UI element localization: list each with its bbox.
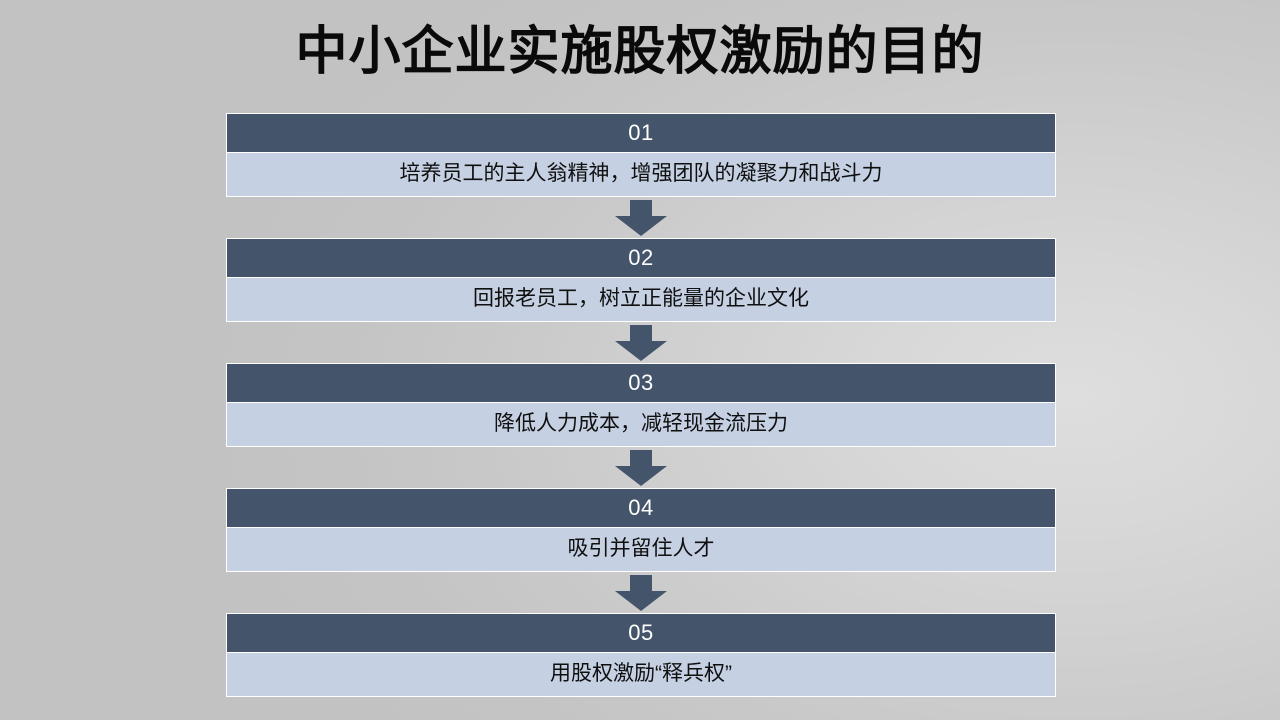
- flow-step[interactable]: 02 回报老员工，树立正能量的企业文化: [226, 238, 1056, 322]
- arrow-down-icon: [615, 200, 667, 236]
- flow-diagram: 01 培养员工的主人翁精神，增强团队的凝聚力和战斗力 02 回报老员工，树立正能…: [226, 113, 1056, 697]
- flow-connector: [226, 572, 1056, 613]
- step-description: 培养员工的主人翁精神，增强团队的凝聚力和战斗力: [226, 153, 1056, 197]
- step-number: 02: [628, 245, 654, 270]
- step-number-header: 03: [226, 363, 1056, 403]
- step-description: 吸引并留住人才: [226, 528, 1056, 572]
- arrow-down-icon: [615, 450, 667, 486]
- arrow-down-icon: [615, 325, 667, 361]
- flow-connector: [226, 322, 1056, 363]
- step-number-header: 02: [226, 238, 1056, 278]
- flow-step[interactable]: 05 用股权激励“释兵权”: [226, 613, 1056, 697]
- step-number-header: 05: [226, 613, 1056, 653]
- step-number: 04: [628, 495, 654, 520]
- step-number: 01: [628, 120, 654, 145]
- step-number-header: 04: [226, 488, 1056, 528]
- step-description: 回报老员工，树立正能量的企业文化: [226, 278, 1056, 322]
- step-number-header: 01: [226, 113, 1056, 153]
- step-description: 降低人力成本，减轻现金流压力: [226, 403, 1056, 447]
- flow-step[interactable]: 04 吸引并留住人才: [226, 488, 1056, 572]
- page-title: 中小企业实施股权激励的目的: [295, 23, 985, 81]
- flow-step[interactable]: 01 培养员工的主人翁精神，增强团队的凝聚力和战斗力: [226, 113, 1056, 197]
- flow-connector: [226, 197, 1056, 238]
- step-number: 05: [628, 620, 654, 645]
- flow-step[interactable]: 03 降低人力成本，减轻现金流压力: [226, 363, 1056, 447]
- flow-connector: [226, 447, 1056, 488]
- step-number: 03: [628, 370, 654, 395]
- arrow-down-icon: [615, 575, 667, 611]
- step-description: 用股权激励“释兵权”: [226, 653, 1056, 697]
